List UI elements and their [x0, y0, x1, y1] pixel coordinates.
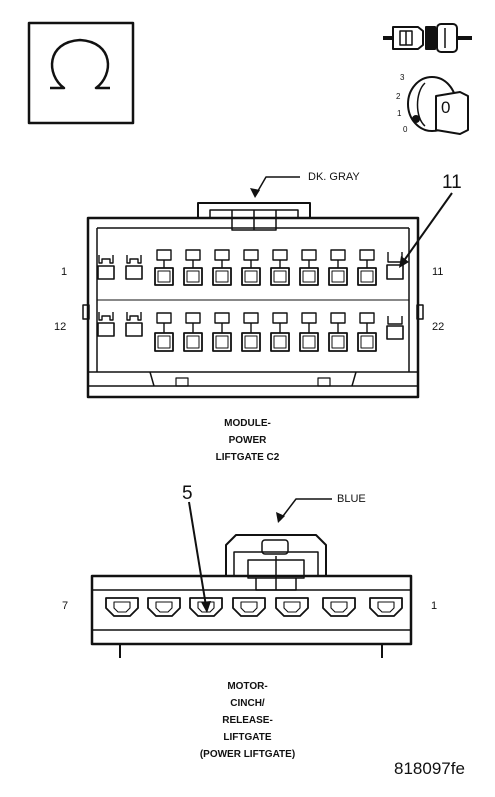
- c2-cavity: [154, 312, 174, 352]
- figure-code: 818097fe: [394, 759, 465, 778]
- c2-callout-pin: 11: [442, 172, 462, 193]
- c2-cavity: [241, 312, 261, 352]
- motor-pin-label-1: 1: [431, 600, 438, 612]
- ignition-key-label: 0: [441, 98, 451, 117]
- motor-cavity: [275, 597, 309, 617]
- c2-cavity: [154, 249, 174, 286]
- c2-title: MODULE- POWER LIFTGATE C2: [0, 415, 495, 466]
- ignition-position-2: 2: [396, 92, 401, 101]
- motor-cavity: [189, 597, 223, 617]
- connector-motor-cavities: [105, 597, 403, 617]
- motor-cavity: [369, 597, 403, 617]
- c2-cavity: [125, 255, 143, 280]
- c2-cavity: [328, 249, 348, 286]
- c2-cavity: [386, 316, 404, 340]
- ignition-key-icon: [407, 76, 469, 135]
- ignition-position-3: 3: [400, 73, 405, 82]
- c2-title-line: POWER: [228, 435, 267, 446]
- c2-pin-label-22: 22: [432, 321, 445, 333]
- c2-color-label: DK. GRAY: [308, 171, 360, 183]
- ignition-position-1: 1: [397, 109, 402, 118]
- motor-cavity: [105, 597, 139, 617]
- probe-plug-icon: [383, 23, 472, 53]
- c2-cavity: [299, 249, 319, 286]
- c2-cavity: [270, 249, 290, 286]
- motor-title-line: (POWER LIFTGATE): [199, 749, 296, 760]
- c2-cavity: [270, 312, 290, 352]
- c2-pin-label-12: 12: [54, 321, 67, 333]
- motor-cavity: [232, 597, 266, 617]
- c2-cavity: [125, 312, 143, 337]
- connector-motor-body: [90, 498, 413, 658]
- motor-cavity: [322, 597, 356, 617]
- motor-color-label: BLUE: [337, 493, 366, 505]
- motor-title-line: CINCH/: [230, 698, 265, 709]
- motor-pin-label-7: 7: [62, 600, 69, 612]
- c2-cavity: [97, 255, 115, 280]
- connector-c2-cavities: [97, 249, 404, 352]
- motor-title: MOTOR- CINCH/ RELEASE- LIFTGATE (POWER L…: [0, 678, 495, 763]
- c2-cavity: [241, 249, 261, 286]
- c2-cavity: [357, 312, 377, 352]
- c2-cavity: [212, 249, 232, 286]
- c2-cavity: [328, 312, 348, 352]
- c2-pin-label-11: 11: [432, 266, 444, 278]
- c2-cavity: [183, 249, 203, 286]
- motor-title-line: MOTOR-: [227, 681, 268, 692]
- motor-callout-pin: 5: [182, 483, 193, 504]
- ohm-symbol-icon: [27, 21, 135, 125]
- motor-cavity: [147, 597, 181, 617]
- motor-title-line: LIFTGATE: [223, 732, 272, 743]
- pin-5-callout-arrow: [188, 501, 211, 613]
- motor-title-line: RELEASE-: [222, 715, 273, 726]
- c2-title-line: LIFTGATE C2: [215, 452, 280, 463]
- c2-cavity: [97, 312, 115, 337]
- pin-11-callout-arrow: [399, 192, 453, 268]
- connector-c2-body: [82, 176, 424, 399]
- c2-title-line: MODULE-: [224, 418, 271, 429]
- c2-cavity: [212, 312, 232, 352]
- c2-cavity: [357, 249, 377, 286]
- c2-cavity: [299, 312, 319, 352]
- c2-cavity: [183, 312, 203, 352]
- c2-pin-label-1: 1: [61, 266, 68, 278]
- ignition-position-0: 0: [403, 125, 408, 134]
